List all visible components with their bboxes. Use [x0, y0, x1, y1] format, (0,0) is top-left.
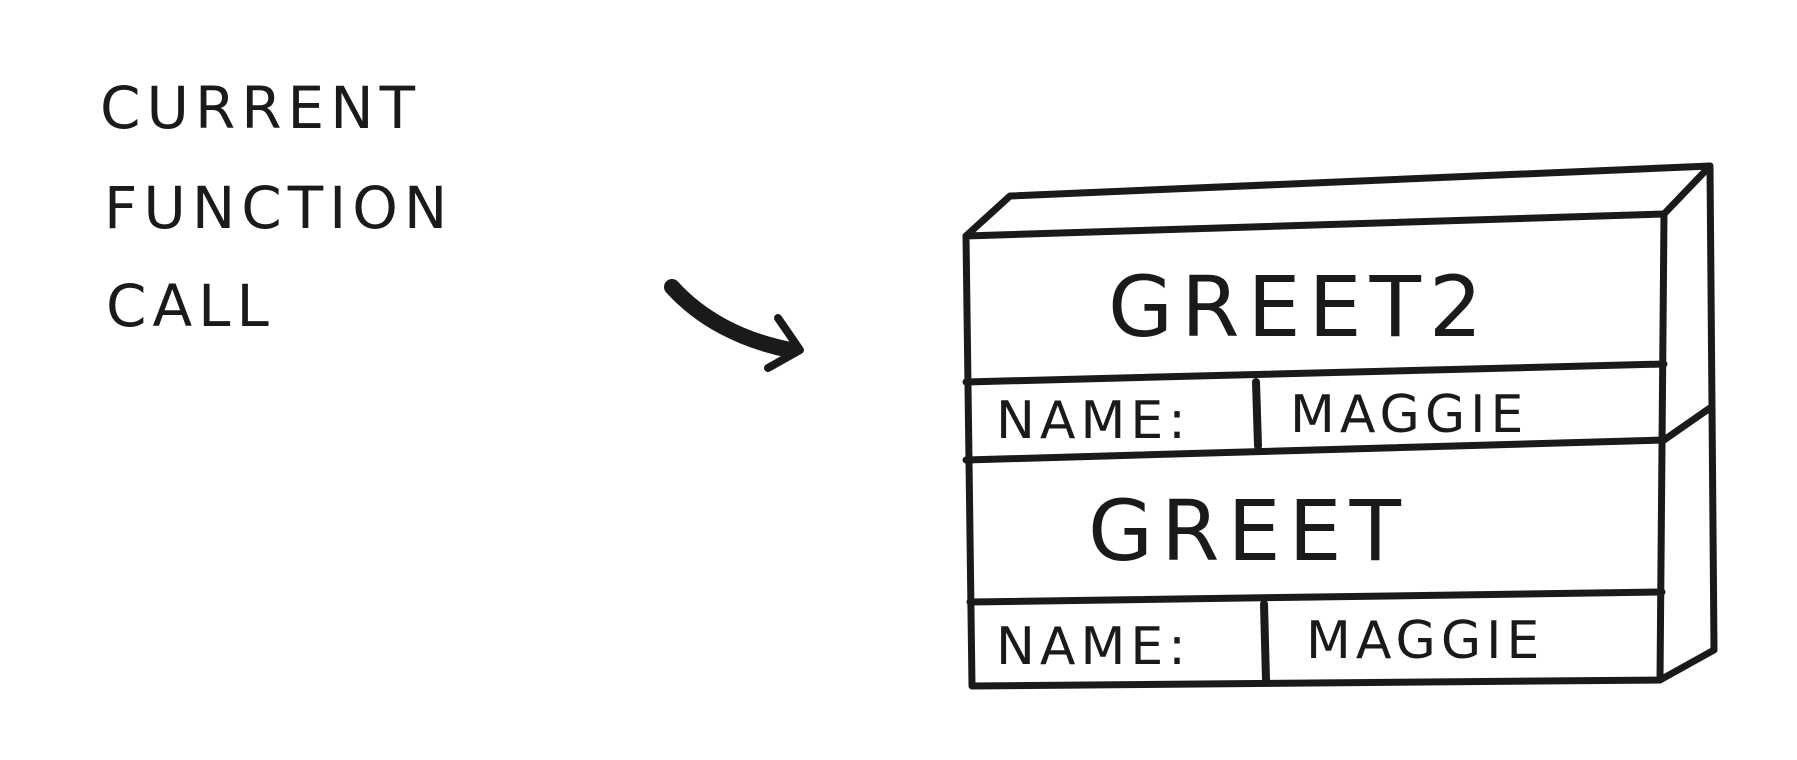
label-line-1: CURRENT [100, 74, 421, 142]
frame-var-name: NAME: [996, 391, 1191, 451]
frame-var-value: MAGGIE [1290, 385, 1528, 445]
frame-name: GREET [1088, 482, 1409, 580]
label-line-2: FUNCTION [104, 174, 453, 242]
stack-frame-greet: GREET NAME: MAGGIE [966, 482, 1666, 684]
call-stack: GREET2 NAME: MAGGIE GREET NAME: MAGGIE [962, 162, 1718, 690]
stack-frame-greet2: GREET2 NAME: MAGGIE [962, 258, 1714, 464]
frame-var-name: NAME: [996, 617, 1191, 677]
frame-var-value: MAGGIE [1306, 611, 1544, 671]
current-call-label: CURRENT FUNCTION CALL [100, 74, 453, 340]
pointer-arrow-icon [664, 279, 804, 372]
label-line-3: CALL [106, 272, 275, 340]
frame-name: GREET2 [1108, 258, 1490, 356]
